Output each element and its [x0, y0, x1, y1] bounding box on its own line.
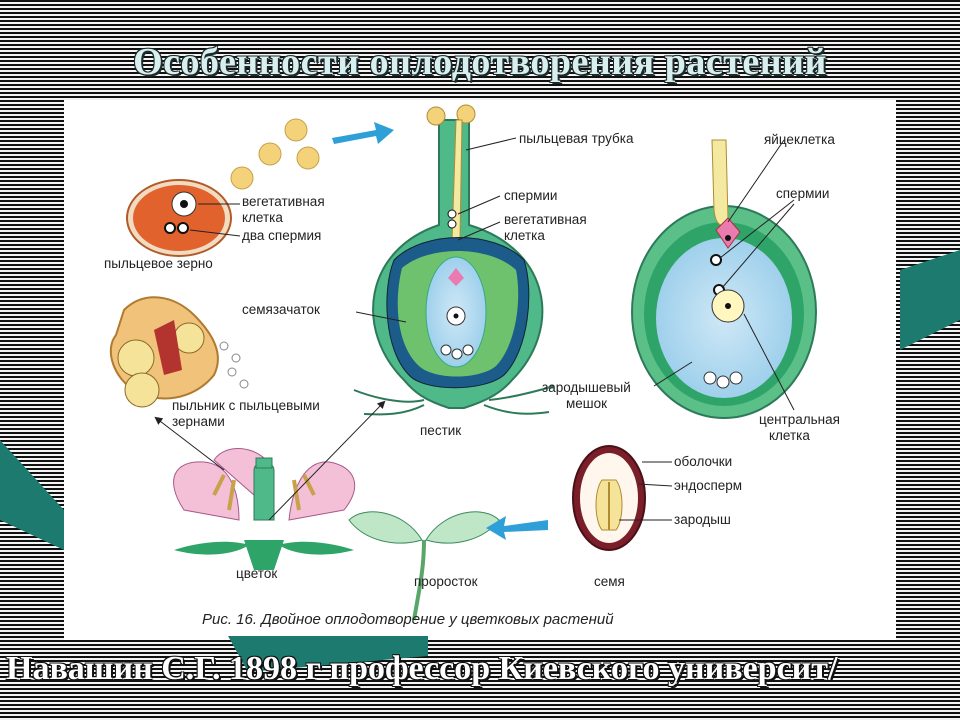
label-embryo: зародыш: [674, 512, 731, 527]
label-vegetative-cell-pistil-1: вегетативная: [504, 212, 587, 227]
embryo-sac: [631, 139, 817, 419]
pollen-grain: [126, 179, 232, 257]
label-sperms-sac: спермии: [776, 186, 829, 201]
seed: [572, 445, 646, 551]
label-vegetative-cell-2: клетка: [242, 210, 283, 225]
label-embryo-sac-2: мешок: [566, 396, 607, 411]
label-pistil: пестик: [420, 423, 461, 438]
pollen-balls: [230, 118, 320, 190]
label-anther-2: зернами: [172, 414, 225, 429]
label-ovule: семязачаток: [242, 302, 320, 317]
arrow-to-pistil: [332, 122, 394, 144]
label-pollen-grain: пыльцевое зерно: [104, 256, 213, 271]
label-pollen-tube: пыльцевая трубка: [519, 131, 634, 146]
label-anther-1: пыльник с пыльцевыми: [172, 398, 320, 413]
label-vegetative-cell-pistil-2: клетка: [504, 228, 545, 243]
decor-footer-flag: [228, 636, 428, 672]
flower: [173, 448, 356, 570]
label-embryo-sac-1: зародышевый: [542, 380, 631, 395]
label-central-cell-1: центральная: [759, 412, 840, 427]
seedling: [348, 511, 500, 621]
anther: [109, 296, 249, 408]
label-sperms-pistil: спермии: [504, 188, 557, 203]
label-seed: семя: [594, 574, 625, 589]
label-endosperm: эндосперм: [674, 478, 742, 493]
decor-ribbon-right: [900, 250, 960, 350]
label-seedling: проросток: [414, 574, 478, 589]
label-egg-cell: яйцеклетка: [764, 132, 835, 147]
decor-ribbon-left: [0, 440, 64, 550]
slide-title: Особенности оплодотворения растений: [133, 41, 827, 83]
label-seed-coat: оболочки: [674, 454, 732, 469]
label-two-sperms: два спермия: [242, 228, 321, 243]
label-flower: цветок: [236, 566, 277, 581]
arrow-to-seedling: [486, 516, 548, 540]
figure-panel: вегетативная клетка два спермия пыльцево…: [64, 100, 896, 640]
pistil: [353, 104, 555, 416]
label-vegetative-cell-1: вегетативная: [242, 194, 325, 209]
double-fertilization-diagram: вегетативная клетка два спермия пыльцево…: [104, 104, 840, 628]
footer-text: Навашин С.Г. 1898 г профессор Киевского …: [6, 650, 838, 687]
figure-caption: Рис. 16. Двойное оплодотворение у цветко…: [202, 611, 614, 628]
label-central-cell-2: клетка: [769, 428, 810, 443]
